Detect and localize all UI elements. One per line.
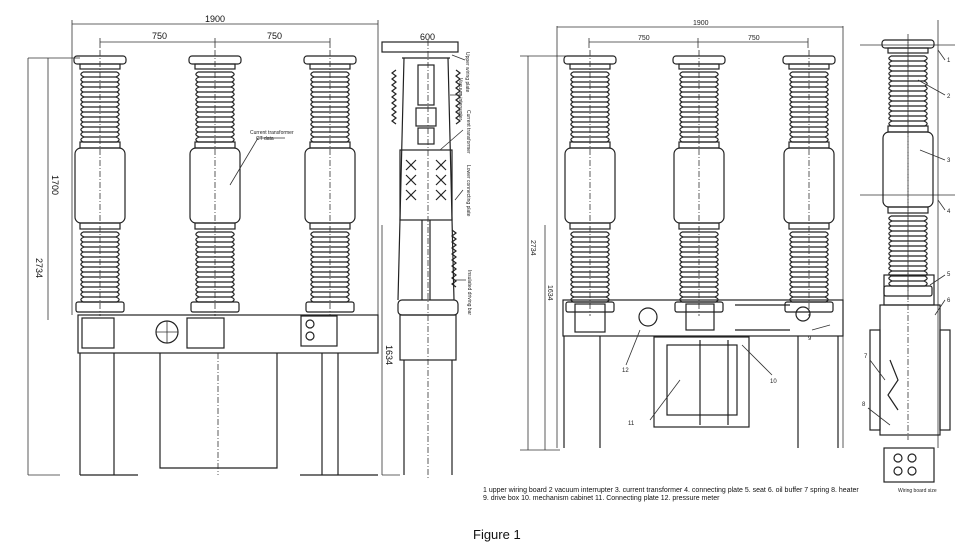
part-2: 2 (947, 94, 951, 100)
dim-1634-right: 1634 (546, 285, 553, 301)
callout-current-transformer: Current transformer (250, 130, 294, 136)
side-view-right: 1 2 3 4 5 6 7 8 (860, 20, 955, 483)
legend-line-1: 1 upper wiring board 2 vacuum interrupte… (483, 487, 859, 494)
label-upper-wiring-plate: Upper wiring plate (464, 52, 470, 93)
part-9: 9 (808, 336, 812, 342)
figure-caption: Figure 1 (473, 527, 521, 542)
dim-600: 600 (420, 32, 435, 42)
part-6: 6 (947, 298, 951, 304)
part-7: 7 (864, 354, 868, 360)
label-insulated-driving-bar: Insulated driving bar (466, 270, 472, 315)
part-5: 5 (947, 272, 951, 278)
parts-legend: 1 upper wiring board 2 vacuum interrupte… (483, 487, 903, 503)
part-3: 3 (947, 158, 951, 164)
dim-2734-right: 2734 (529, 240, 536, 256)
dim-1634-left: 1634 (384, 345, 394, 365)
side-section-view: 600 1634 Upper wiring plate Vacuum inter… (381, 32, 472, 480)
dim-1900-left: 1900 (205, 14, 225, 24)
dim-750-right-a: 750 (638, 35, 650, 42)
dim-1900-right: 1900 (693, 20, 709, 27)
part-4: 4 (947, 209, 951, 215)
dim-750-right-b: 750 (748, 35, 760, 42)
front-view-left: 1900 750 750 1700 2734 Current transform… (27, 14, 379, 476)
dim-1700: 1700 (50, 175, 60, 195)
wiring-board-size-label: Wiring board size (898, 488, 937, 494)
part-12: 12 (622, 368, 629, 374)
legend-line-2: 9. drive box 10. mechanism cabinet 11. C… (483, 495, 720, 502)
label-current-transformer: Current transformer (465, 110, 471, 154)
label-lower-connecting-plate: Lower connecting plate (465, 165, 471, 217)
part-8: 8 (862, 402, 866, 408)
callout-ct-sub: CT data (256, 136, 274, 142)
dim-750-left-b: 750 (267, 31, 282, 41)
label-vacuum-interrupter: Vacuum interrupter (457, 78, 463, 120)
dim-750-left-a: 750 (152, 31, 167, 41)
dim-2734-left: 2734 (34, 258, 44, 278)
front-view-right: 1900 750 750 2734 1634 12 11 10 9 (520, 20, 844, 451)
part-1: 1 (947, 58, 951, 64)
part-10: 10 (770, 379, 777, 385)
part-11: 11 (628, 421, 635, 427)
